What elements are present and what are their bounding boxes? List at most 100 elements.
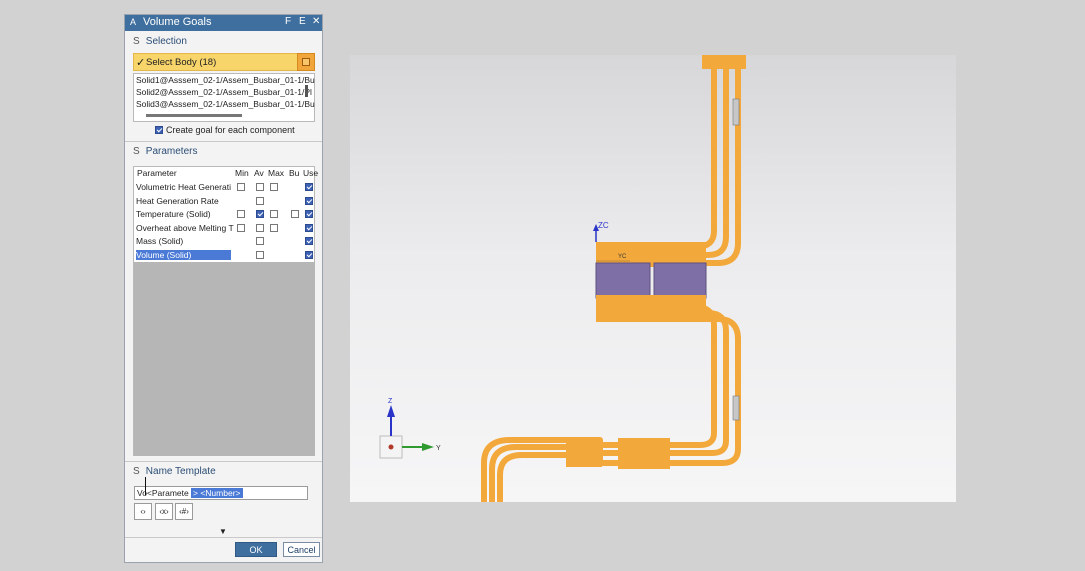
sensor-pad[interactable] — [732, 395, 740, 421]
vertical-scrollbar[interactable] — [305, 85, 308, 97]
arrow-up-icon — [387, 405, 395, 417]
parameters-empty-area — [134, 262, 315, 456]
busbar-strip[interactable] — [596, 304, 717, 448]
name-template-input[interactable]: Vo<Paramete > <Number> — [134, 486, 308, 500]
volume-goals-dialog: A Volume Goals F E ✕ S Selection ✓ Selec… — [124, 14, 323, 563]
av-checkbox[interactable] — [256, 223, 264, 232]
busbar-strip[interactable] — [596, 55, 741, 266]
triad-z-label: Z — [388, 398, 393, 405]
table-row[interactable]: Volumetric Heat Generati — [136, 181, 314, 194]
table-row[interactable]: Mass (Solid) — [136, 235, 314, 248]
check-icon: ✓ — [136, 57, 146, 69]
name-template-selection: > <Number> — [191, 488, 243, 498]
arrow-right-icon — [422, 443, 434, 451]
horizontal-scrollbar[interactable] — [146, 114, 242, 117]
parameter-name: Mass (Solid) — [136, 236, 184, 246]
selection-heading: Selection — [145, 36, 187, 47]
text-cursor-icon — [145, 477, 146, 495]
select-body-row[interactable]: ✓ Select Body (18) — [133, 53, 315, 71]
insert-parameter-button[interactable]: ‹› — [134, 503, 152, 520]
table-row[interactable]: Overheat above Melting T — [136, 222, 314, 235]
cancel-button[interactable]: Cancel — [283, 542, 320, 557]
divider — [125, 141, 322, 142]
name-template-section-header[interactable]: S Name Template — [133, 466, 216, 477]
busbar-strip[interactable] — [596, 55, 729, 258]
min-checkbox[interactable] — [237, 183, 245, 191]
use-checkbox[interactable] — [305, 237, 313, 245]
table-row[interactable]: Volume (Solid) — [136, 249, 314, 262]
use-checkbox[interactable] — [305, 250, 313, 259]
body-list[interactable]: Solid1@Asssem_02-1/Assem_Busbar_01-1/Bu … — [133, 73, 315, 122]
column-header-use[interactable]: Use — [303, 168, 319, 178]
list-item[interactable]: Solid1@Asssem_02-1/Assem_Busbar_01-1/Bu — [136, 75, 315, 85]
insulator-block[interactable] — [653, 262, 707, 299]
busbar-strip[interactable] — [596, 310, 729, 456]
dialog-app-icon: A — [130, 17, 137, 27]
column-header-min[interactable]: Min — [235, 168, 249, 178]
column-header-av[interactable]: Av — [254, 168, 264, 178]
close-icon[interactable]: ✕ — [312, 16, 321, 27]
connector-plate[interactable] — [618, 438, 670, 469]
parameter-name: Overheat above Melting T — [136, 222, 234, 233]
selection-section-header[interactable]: S Selection — [133, 36, 187, 47]
parameter-name: Heat Generation Rate — [136, 195, 219, 206]
divider — [125, 537, 322, 538]
wcs-y-label: YC — [618, 254, 627, 260]
busbar-strip[interactable] — [596, 55, 717, 250]
select-body-label: Select Body (18) — [146, 57, 217, 68]
reset-button[interactable]: F — [285, 16, 292, 27]
insert-number-button[interactable]: ‹#› — [175, 503, 193, 520]
parameter-name: Volumetric Heat Generati — [136, 182, 231, 192]
busbar-block-bottom[interactable] — [596, 295, 706, 317]
av-checkbox[interactable] — [256, 237, 264, 245]
max-checkbox[interactable] — [270, 210, 278, 218]
graphics-viewport[interactable]: ZC YC Z Y — [350, 55, 956, 502]
sensor-pad[interactable] — [732, 98, 740, 126]
insulator-block[interactable] — [595, 262, 651, 299]
use-checkbox[interactable] — [305, 183, 313, 191]
use-checkbox[interactable] — [305, 223, 313, 232]
dialog-titlebar[interactable]: A Volume Goals F E ✕ — [125, 15, 322, 31]
triad-y-label: Y — [436, 445, 441, 452]
use-checkbox[interactable] — [305, 210, 313, 218]
parameters-section-header[interactable]: S Parameters — [133, 146, 197, 157]
cube-icon — [302, 58, 310, 66]
column-header-parameter[interactable]: Parameter — [137, 168, 177, 178]
column-header-max[interactable]: Max — [268, 168, 285, 178]
select-body-button[interactable] — [297, 53, 315, 71]
column-header-bu[interactable]: Bu — [289, 168, 300, 178]
settings-button[interactable]: E — [299, 16, 306, 27]
parameters-heading: Parameters — [145, 146, 198, 157]
connector-plate[interactable] — [566, 440, 602, 467]
av-checkbox[interactable] — [256, 250, 264, 259]
parameter-name: Temperature (Solid) — [136, 209, 211, 219]
expand-more-icon[interactable]: ▼ — [219, 527, 227, 536]
max-checkbox[interactable] — [270, 183, 278, 191]
min-checkbox[interactable] — [237, 223, 245, 232]
table-row[interactable]: Temperature (Solid) — [136, 208, 314, 221]
section-collapse-icon: S — [133, 466, 140, 477]
av-checkbox[interactable] — [256, 183, 264, 191]
av-checkbox[interactable] — [256, 210, 264, 218]
wcs-z-label: ZC — [598, 221, 609, 230]
bu-checkbox[interactable] — [291, 210, 299, 218]
busbar-strip[interactable] — [596, 316, 741, 466]
name-template-text: Vo<Paramete — [137, 488, 189, 498]
av-checkbox[interactable] — [256, 196, 264, 205]
list-item[interactable]: Solid2@Asssem_02-1/Assem_Busbar_01-1/Pl — [136, 87, 312, 97]
dialog-title: Volume Goals — [143, 16, 212, 28]
use-checkbox[interactable] — [305, 196, 313, 205]
create-goal-checkbox[interactable] — [155, 126, 163, 134]
divider — [125, 461, 322, 462]
max-checkbox[interactable] — [270, 223, 278, 232]
connector-plate[interactable] — [702, 55, 746, 69]
arrow-up-icon — [593, 224, 599, 231]
list-item[interactable]: Solid3@Asssem_02-1/Assem_Busbar_01-1/Bu — [136, 99, 315, 109]
insert-component-button[interactable]: ‹x› — [155, 503, 173, 520]
table-row[interactable]: Heat Generation Rate — [136, 195, 314, 208]
parameter-name: Volume (Solid) — [136, 249, 231, 260]
ok-button[interactable]: OK — [235, 542, 277, 557]
create-goal-option[interactable]: Create goal for each component — [155, 125, 315, 137]
create-goal-label: Create goal for each component — [166, 125, 295, 135]
min-checkbox[interactable] — [237, 210, 245, 218]
